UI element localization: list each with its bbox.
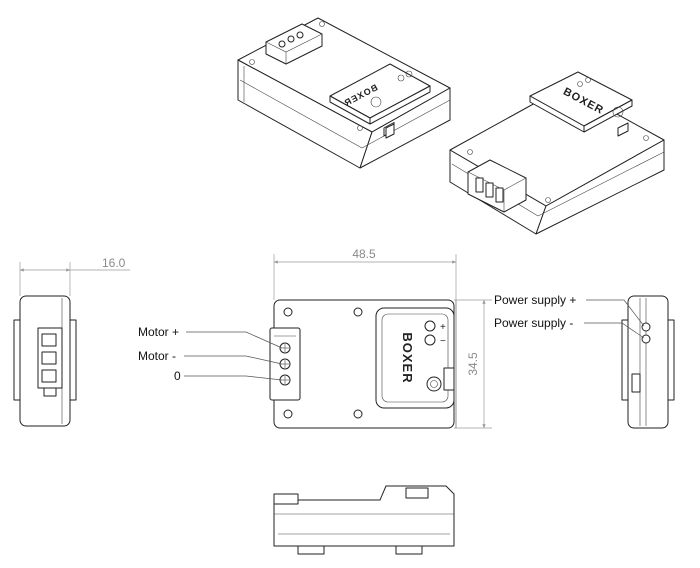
side-view-right [621, 295, 675, 429]
dimension-depth: 16.0 [19, 256, 130, 296]
isometric-view-front: BOXER [449, 71, 665, 235]
front-plus-symbol: + [440, 322, 446, 333]
isometric-view-rear: BOXER [237, 17, 451, 169]
dim-height-value: 34.5 [466, 352, 480, 376]
bottom-view [273, 485, 455, 555]
label-motor-minus: Motor - [138, 349, 176, 363]
label-zero: 0 [174, 369, 181, 383]
dim-depth-value: 16.0 [102, 256, 126, 270]
dim-width-value: 48.5 [352, 247, 376, 261]
dimension-width: 48.5 [273, 247, 457, 300]
label-motor-plus: Motor + [138, 325, 179, 339]
label-power-minus: Power supply - [494, 316, 573, 330]
side-view-left [13, 295, 77, 427]
front-brand-label: BOXER [400, 332, 415, 383]
front-minus-symbol: − [440, 336, 446, 347]
power-labels: Power supply + Power supply - [494, 293, 645, 339]
front-view: BOXER + − [269, 299, 457, 429]
motor-labels: Motor + Motor - 0 [138, 325, 283, 383]
label-power-plus: Power supply + [494, 293, 576, 307]
dimension-height: 34.5 [454, 299, 492, 429]
